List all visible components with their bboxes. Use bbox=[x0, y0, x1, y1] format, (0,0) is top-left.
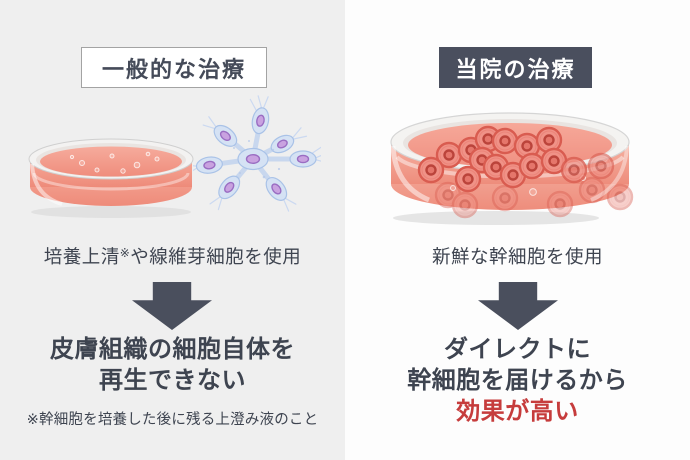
usage-after-note: や線維芽細胞を使用 bbox=[130, 246, 302, 267]
clinic-result-text: ダイレクトに幹細胞を届けるから効果が高い bbox=[345, 334, 690, 427]
petri-dish-culture-supernatant-icon bbox=[28, 138, 194, 218]
clinic-result-line2: 幹細胞を届けるから bbox=[407, 367, 628, 394]
footnote-text: ※幹細胞を培養した後に残る上澄み液のこと bbox=[26, 412, 319, 428]
general-treatment-title: 一般的な治療 bbox=[101, 56, 246, 82]
general-treatment-title-box: 一般的な治療 bbox=[81, 47, 267, 88]
panel-general-treatment: 一般的な治療 bbox=[0, 47, 345, 428]
general-result-line1: 皮膚組織の細胞自体を bbox=[50, 336, 295, 363]
clinic-result-line1: ダイレクトに bbox=[444, 336, 591, 363]
general-usage-text: 培養上清※や線維芽細胞を使用 bbox=[0, 243, 345, 269]
clinic-treatment-title: 当院の治療 bbox=[455, 56, 576, 82]
down-arrow-icon bbox=[478, 282, 558, 330]
petri-dish-stem-cells-icon bbox=[390, 112, 634, 225]
panel-clinic-treatment: 当院の治療 bbox=[345, 0, 690, 460]
clinic-treatment-title-box: 当院の治療 bbox=[439, 47, 592, 88]
usage-before-note: 培養上清 bbox=[43, 246, 120, 267]
down-arrow-icon bbox=[132, 282, 212, 330]
clinic-usage-text: 新鮮な幹細胞を使用 bbox=[431, 246, 603, 267]
footnote-mark: ※ bbox=[119, 246, 131, 260]
general-result-text: 皮膚組織の細胞自体を再生できない bbox=[0, 334, 345, 396]
clinic-result-highlight: 効果が高い bbox=[456, 398, 579, 425]
fibroblast-cells-icon bbox=[193, 95, 321, 212]
general-result-line2: 再生できない bbox=[99, 367, 246, 394]
